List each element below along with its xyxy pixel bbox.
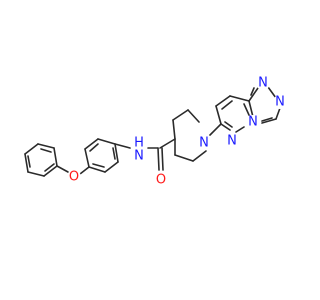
bond (250, 87, 255, 96)
bond (224, 121, 233, 128)
bond-layer (24, 86, 281, 177)
triazole-n1-atom: N (256, 76, 270, 91)
atom-label-layer: O N H O N N N N (67, 76, 287, 188)
bond (97, 138, 116, 145)
amide-hydrogen-label: H (134, 136, 144, 151)
triazole-n2-label: N (275, 95, 285, 110)
bond (37, 143, 55, 149)
bond (192, 150, 207, 162)
piperidine-nitrogen-label: N (199, 136, 209, 151)
bond (53, 147, 58, 167)
amide-nitrogen-atom: N (132, 149, 146, 164)
bond (229, 95, 250, 102)
bond (114, 143, 131, 149)
bond (114, 143, 119, 163)
carbonyl-oxygen-atom: O (154, 173, 168, 188)
bond (187, 109, 200, 123)
bond (220, 123, 231, 131)
bond (43, 165, 58, 177)
bond (261, 117, 273, 122)
bond (215, 95, 231, 107)
bond (248, 87, 259, 102)
bond (261, 118, 277, 124)
bond (92, 163, 105, 168)
pyridazine-n1-atom: N (225, 134, 239, 149)
bond (84, 138, 99, 150)
triazole-n1-label: N (258, 76, 268, 91)
pyridazine-n2-atom: N (246, 115, 260, 130)
bond (267, 86, 277, 99)
bond (40, 148, 52, 153)
bond (79, 166, 90, 175)
bond (88, 166, 106, 173)
bond (221, 100, 233, 110)
bond (112, 147, 116, 160)
carbonyl-oxygen-label: O (156, 173, 166, 188)
bond (27, 155, 31, 168)
bond (157, 147, 160, 171)
pyridazine-n1-label: N (227, 134, 237, 149)
bond (209, 123, 222, 136)
chemical-structure-diagram: O N H O N N N N (24, 75, 287, 188)
bond (104, 161, 119, 173)
bond (89, 143, 99, 152)
bond (24, 153, 29, 173)
bond (174, 154, 194, 162)
ether-oxygen-atom: O (67, 170, 81, 185)
bond (84, 148, 90, 168)
bond (161, 147, 164, 171)
amide-nitrogen-label: N (134, 149, 144, 164)
bond (275, 107, 281, 120)
bond (172, 109, 189, 121)
pyridazine-n2-label: N (248, 115, 258, 130)
bond (44, 163, 55, 172)
piperidine-nitrogen-atom: N (197, 136, 211, 151)
triazole-n2-atom: N (273, 95, 287, 110)
bond (172, 119, 176, 140)
amide-hydrogen-atom: H (133, 136, 145, 151)
bond (215, 105, 222, 125)
bond (56, 165, 69, 173)
bond (159, 138, 176, 149)
bond (24, 143, 39, 155)
bond (243, 103, 250, 116)
ether-oxygen-label: O (69, 170, 79, 185)
bond (235, 126, 245, 133)
bond (27, 171, 45, 177)
bond (248, 100, 254, 118)
